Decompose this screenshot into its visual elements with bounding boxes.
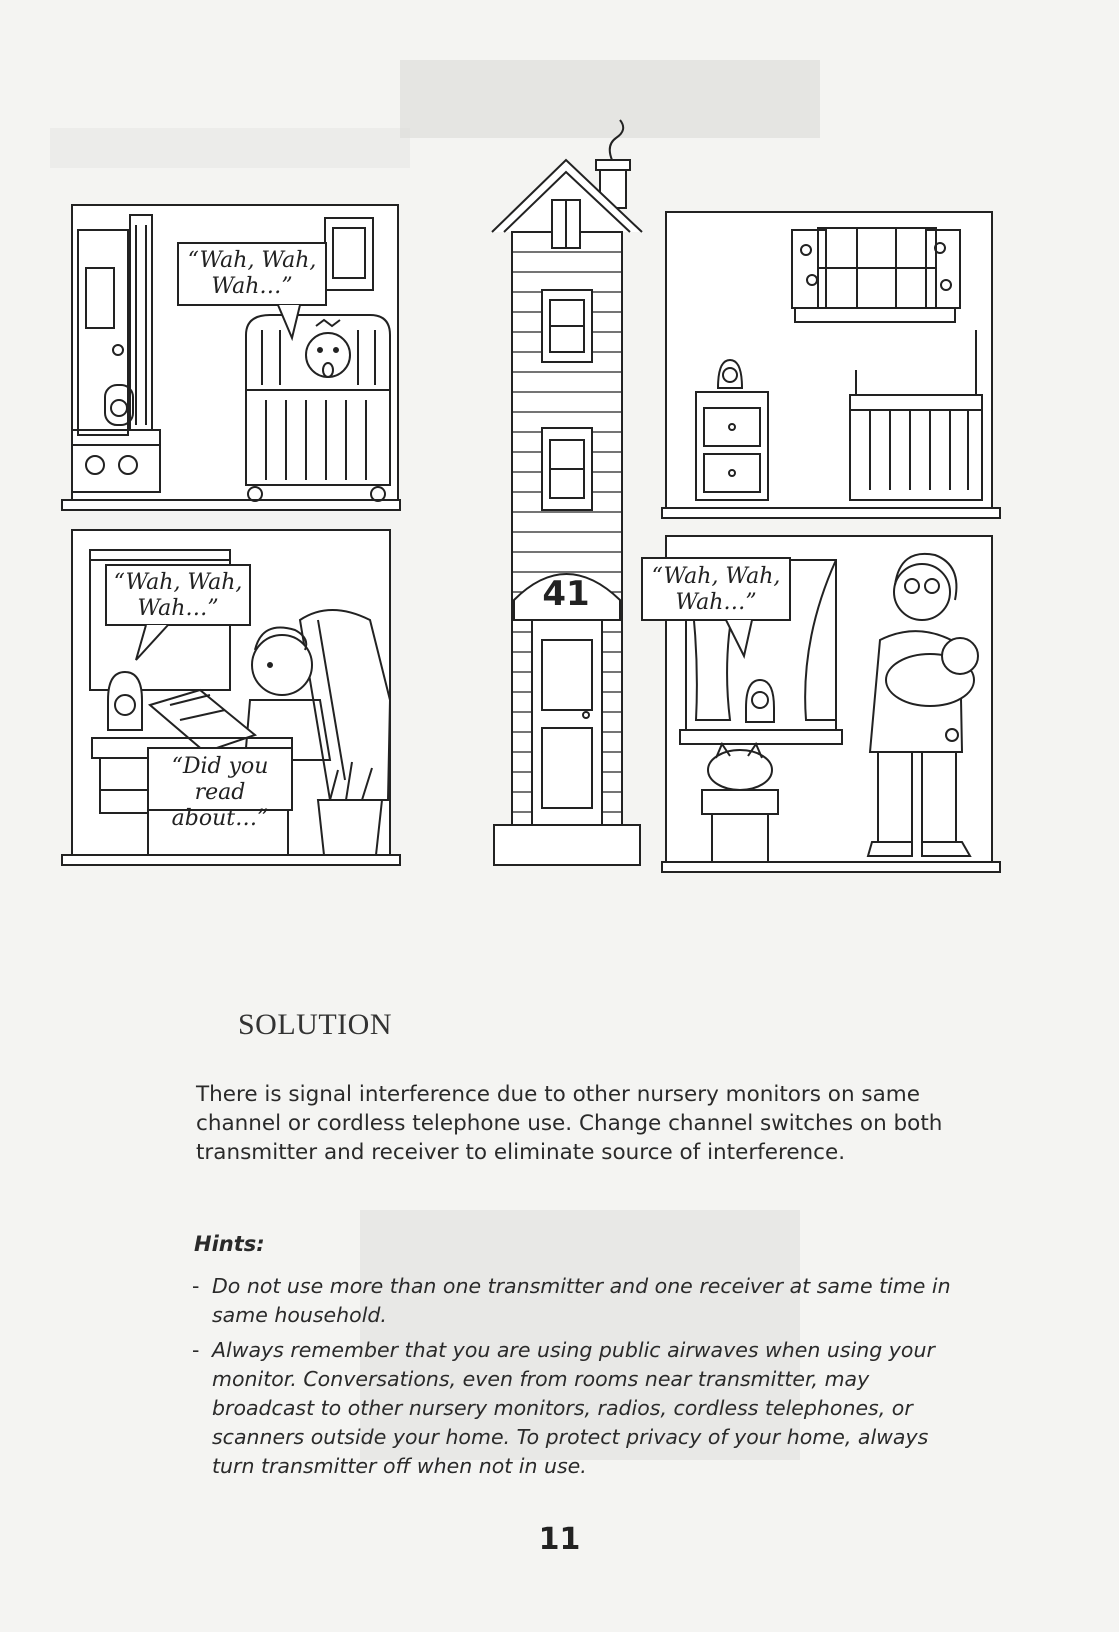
panel-study [61, 529, 401, 866]
hint-bullet: - [192, 1274, 200, 1298]
caption-nursery-left: “Wah, Wah, Wah…” [187, 248, 317, 299]
panel-nursery-right [661, 211, 1001, 519]
hint-item: - Do not use more than one transmitter a… [192, 1272, 962, 1330]
scan-shade-top [400, 60, 820, 138]
caption-newspaper: “Did you read about…” [171, 754, 269, 831]
hint-bullet: - [192, 1338, 200, 1362]
caption-study: “Wah, Wah, Wah…” [113, 570, 243, 621]
caption-living-room: “Wah, Wah, Wah…” [651, 564, 781, 615]
house-facade [491, 119, 643, 866]
hints-title: Hints: [194, 1232, 265, 1256]
hint-text: Do not use more than one transmitter and… [212, 1274, 951, 1327]
hint-item: - Always remember that you are using pub… [192, 1336, 962, 1481]
page-number: 11 [538, 1522, 581, 1557]
hint-text: Always remember that you are using publi… [212, 1338, 935, 1478]
scan-shade-top-left [50, 128, 410, 168]
scan-shade-hints [360, 1210, 800, 1460]
panel-nursery-left [61, 204, 401, 511]
comic-illustration: 41 [61, 119, 1001, 873]
house-number: 41 [542, 574, 589, 614]
hints-list: - Do not use more than one transmitter a… [192, 1272, 962, 1487]
solution-title: SOLUTION [238, 1008, 392, 1041]
solution-text: There is signal interference due to othe… [196, 1082, 943, 1165]
panel-living-room [641, 535, 1001, 873]
